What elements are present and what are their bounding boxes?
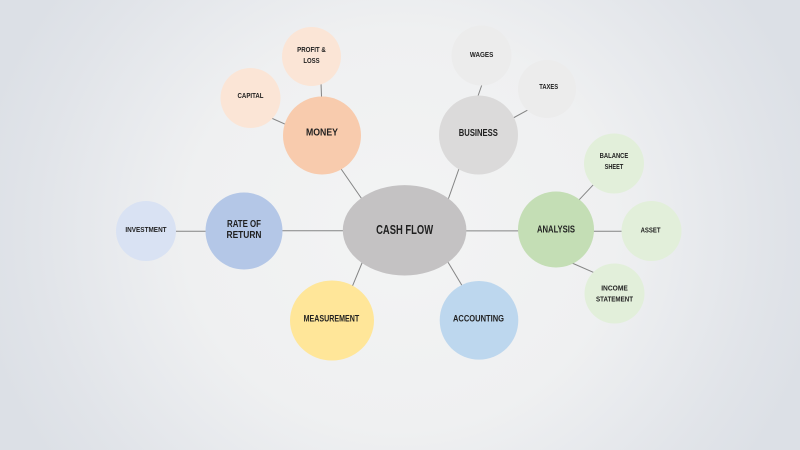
svg-text:WAGES: WAGES <box>470 50 494 59</box>
svg-text:ANALYSIS: ANALYSIS <box>537 225 575 236</box>
svg-text:SHEET: SHEET <box>605 162 624 171</box>
svg-text:INVESTMENT: INVESTMENT <box>125 225 167 234</box>
svg-text:BALANCE: BALANCE <box>600 151 629 160</box>
svg-text:STATEMENT: STATEMENT <box>596 295 633 304</box>
svg-text:ACCOUNTING: ACCOUNTING <box>453 314 504 325</box>
svg-text:MEASUREMENT: MEASUREMENT <box>304 314 360 325</box>
svg-text:LOSS: LOSS <box>303 56 319 65</box>
svg-text:RATE OF: RATE OF <box>227 219 261 230</box>
svg-text:INCOME: INCOME <box>601 284 628 293</box>
svg-text:CAPITAL: CAPITAL <box>238 91 264 100</box>
svg-text:RETURN: RETURN <box>227 230 262 241</box>
svg-text:CASH FLOW: CASH FLOW <box>376 222 434 237</box>
svg-text:MONEY: MONEY <box>306 128 338 139</box>
svg-text:PROFIT &: PROFIT & <box>297 45 326 54</box>
svg-text:BUSINESS: BUSINESS <box>459 128 498 139</box>
svg-text:ASSET: ASSET <box>641 225 661 234</box>
svg-text:TAXES: TAXES <box>539 82 558 91</box>
